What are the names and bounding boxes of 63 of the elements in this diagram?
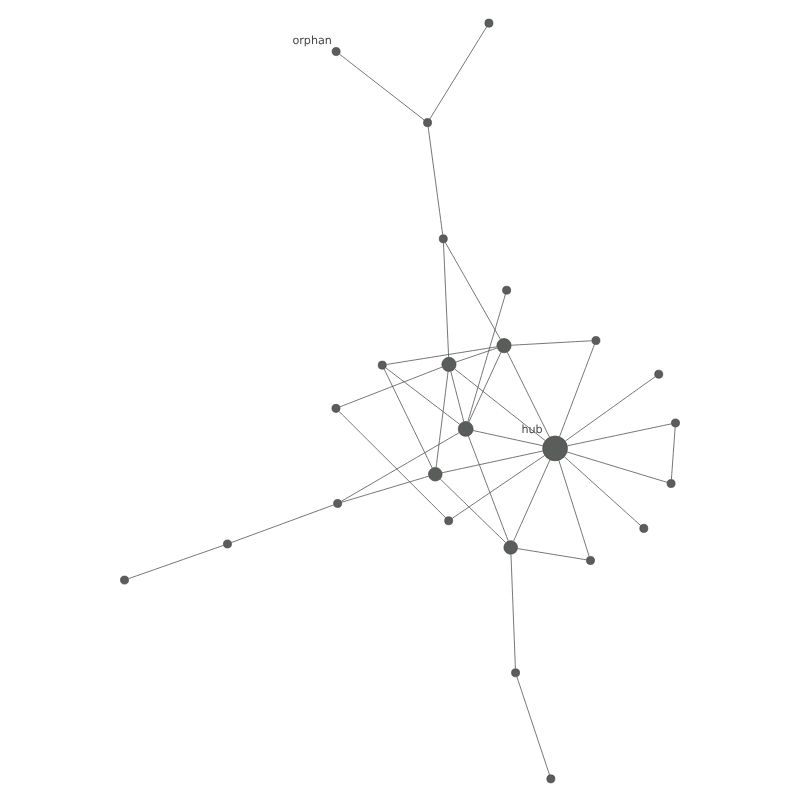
node-circle	[120, 575, 129, 585]
node-circle	[546, 774, 556, 784]
connector	[558, 459, 590, 557]
connector	[385, 367, 461, 425]
node-circle	[428, 467, 443, 482]
connector	[468, 435, 509, 542]
node-circle	[331, 404, 341, 413]
connector	[510, 340, 593, 346]
node-circle	[654, 369, 664, 379]
connector	[340, 432, 460, 502]
node-circle	[666, 479, 676, 488]
connector	[510, 554, 516, 669]
connector	[338, 53, 425, 121]
connector	[517, 548, 587, 561]
connector	[338, 410, 447, 519]
node-circle	[586, 556, 595, 565]
node-circle	[331, 47, 341, 56]
connector	[516, 676, 550, 776]
connector	[444, 242, 501, 340]
connector	[385, 346, 498, 365]
connector	[450, 371, 465, 422]
node-circle	[542, 435, 568, 462]
connector	[435, 371, 449, 468]
node-circle	[377, 360, 387, 370]
node-circle	[484, 18, 494, 28]
connector	[468, 351, 502, 423]
connector	[231, 504, 335, 543]
connector	[341, 475, 429, 503]
connector	[559, 343, 595, 438]
node-circle	[671, 418, 680, 428]
node-circle	[441, 357, 457, 372]
connector	[451, 455, 546, 519]
node-circle	[511, 668, 520, 678]
connector	[506, 351, 550, 438]
connector	[670, 426, 676, 480]
connector	[467, 293, 506, 423]
connector	[567, 423, 672, 447]
connector	[566, 451, 668, 483]
connector	[455, 347, 498, 363]
node-circle	[333, 499, 342, 508]
connector	[454, 368, 546, 441]
connector	[427, 126, 444, 236]
connector	[441, 450, 544, 474]
connector	[564, 376, 656, 442]
node-circle	[591, 336, 601, 345]
node-circle	[639, 524, 649, 533]
node-circle	[503, 540, 518, 555]
node-circle	[457, 421, 474, 437]
connector	[513, 459, 551, 542]
connector	[563, 456, 642, 526]
connector	[429, 26, 488, 120]
connector	[339, 366, 443, 408]
node-circle	[423, 118, 432, 127]
node-circle	[438, 234, 448, 244]
node-circle	[444, 516, 454, 526]
node-circle	[223, 539, 232, 549]
node-circle	[496, 338, 512, 354]
connector	[439, 478, 507, 543]
node-circle	[502, 285, 511, 295]
connector	[443, 242, 450, 358]
connector	[128, 544, 224, 580]
connector	[472, 430, 544, 447]
connector	[383, 368, 433, 469]
